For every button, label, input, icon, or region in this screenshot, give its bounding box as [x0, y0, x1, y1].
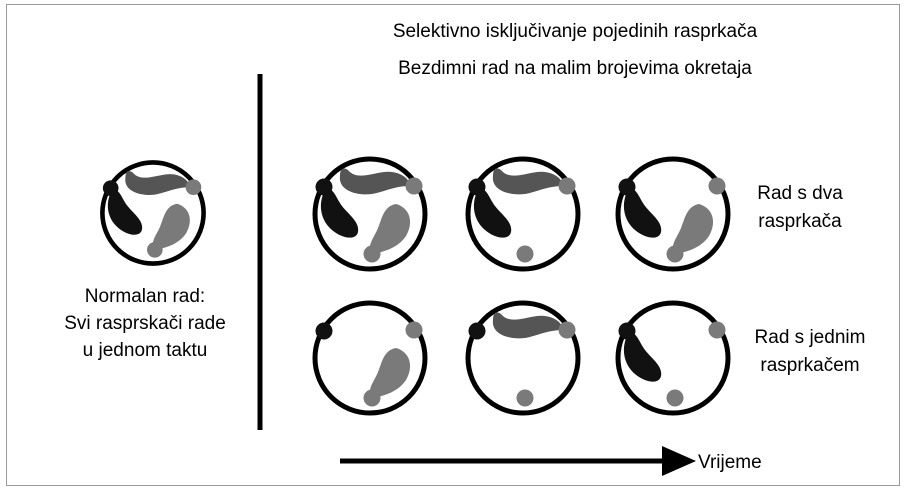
cylinder-two-2 — [465, 156, 581, 272]
injector-nozzle-black — [315, 178, 333, 196]
injector-nozzle-gray — [666, 389, 684, 407]
fuel-spray-gray — [369, 348, 411, 398]
fuel-spray-black — [320, 188, 359, 238]
fuel-spray-gray — [369, 204, 411, 254]
injector-nozzle-dark-gray — [558, 177, 576, 195]
cylinder-one-2 — [465, 300, 581, 416]
row-bottom-label-line-2: rasprkačem — [760, 355, 860, 376]
fuel-spray-black — [107, 189, 143, 235]
cylinder-two-1 — [312, 156, 428, 272]
fuel-spray-dark-gray — [125, 171, 190, 195]
injector-nozzle-black — [468, 178, 486, 196]
injector-nozzle-dark-gray — [185, 179, 202, 196]
injector-nozzle-gray — [516, 245, 534, 263]
left-caption-line-3: u jednom taktu — [82, 340, 208, 361]
injector-nozzle-black — [618, 322, 636, 340]
fuel-spray-gray — [672, 204, 714, 254]
fuel-spray-dark-gray — [492, 168, 563, 195]
fuel-spray-black — [473, 188, 512, 238]
row-top-label-line-1: Rad s dva — [757, 183, 843, 204]
injector-nozzle-black — [102, 180, 119, 196]
injector-nozzle-gray — [363, 245, 381, 263]
time-arrow-head — [662, 446, 696, 476]
title-line-1: Selektivno isključivanje pojedinih raspr… — [392, 21, 758, 42]
title-line-2: Bezdimni rad na malim brojevima okretaja — [398, 58, 752, 79]
cylinder-one-3 — [615, 300, 731, 416]
fuel-spray-black — [623, 188, 662, 238]
injector-nozzle-gray — [363, 389, 381, 407]
injector-nozzle-dark-gray — [708, 177, 726, 195]
injector-nozzle-gray — [147, 241, 163, 258]
injector-nozzle-gray — [516, 389, 534, 407]
injector-nozzle-dark-gray — [405, 321, 423, 339]
cylinder-bore — [615, 300, 731, 416]
injector-nozzle-dark-gray — [708, 321, 726, 339]
figure-frame — [6, 4, 900, 486]
injector-nozzle-black — [315, 322, 333, 340]
left-caption-line-1: Normalan rad: — [84, 286, 206, 307]
fuel-spray-dark-gray — [339, 168, 410, 195]
fuel-spray-black — [623, 332, 662, 382]
fuel-spray-dark-gray — [492, 312, 563, 339]
row-bottom-label-line-1: Rad s jednim — [754, 327, 866, 348]
injector-nozzle-black — [618, 178, 636, 196]
fuel-spray-gray — [152, 203, 190, 250]
left-caption-line-2: Svi rasprskači rade — [64, 313, 226, 334]
cylinder-two-3 — [615, 156, 731, 272]
injector-nozzle-dark-gray — [558, 321, 576, 339]
injector-nozzle-black — [468, 322, 486, 340]
injector-nozzle-gray — [666, 245, 684, 263]
injector-nozzle-dark-gray — [405, 177, 423, 195]
cylinder-one-1 — [312, 300, 428, 416]
time-label: Vrijeme — [698, 452, 762, 473]
cylinder-normal — [100, 160, 206, 266]
row-top-label-line-2: rasprkača — [758, 211, 842, 232]
